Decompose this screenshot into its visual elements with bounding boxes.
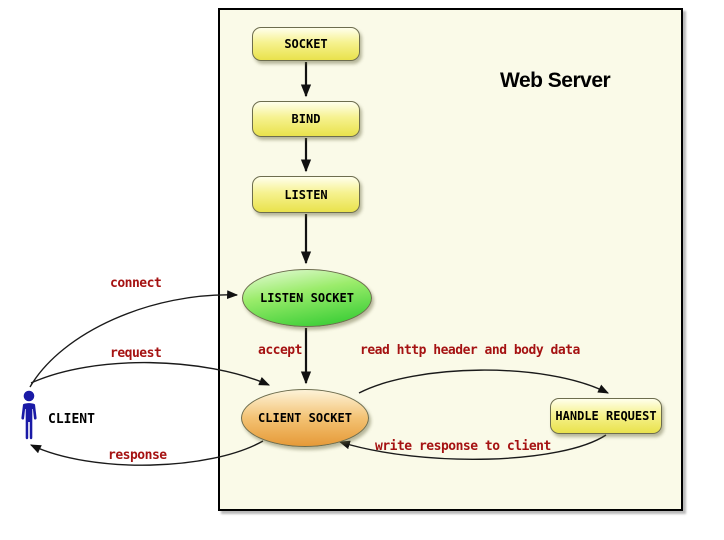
- edge-label-write-response: write response to client: [375, 439, 551, 454]
- node-handle-request: HANDLE REQUEST: [550, 398, 662, 434]
- node-listen: LISTEN: [252, 176, 360, 213]
- edge-label-accept: accept: [258, 343, 302, 358]
- node-listen-socket: LISTEN SOCKET: [242, 269, 372, 327]
- edge-label-read-http: read http header and body data: [360, 343, 580, 358]
- client-person-icon: [21, 390, 37, 440]
- arrow-connect: [29, 290, 239, 388]
- edge-label-connect: connect: [110, 276, 162, 291]
- edge-label-request: request: [110, 346, 162, 361]
- node-socket: SOCKET: [252, 27, 360, 61]
- client-actor-label: CLIENT: [48, 412, 95, 427]
- node-bind: BIND: [252, 101, 360, 137]
- web-server-title: Web Server: [500, 69, 611, 92]
- client-actor: [17, 389, 41, 441]
- node-client-socket: CLIENT SOCKET: [241, 389, 369, 447]
- edge-label-response: response: [108, 448, 167, 463]
